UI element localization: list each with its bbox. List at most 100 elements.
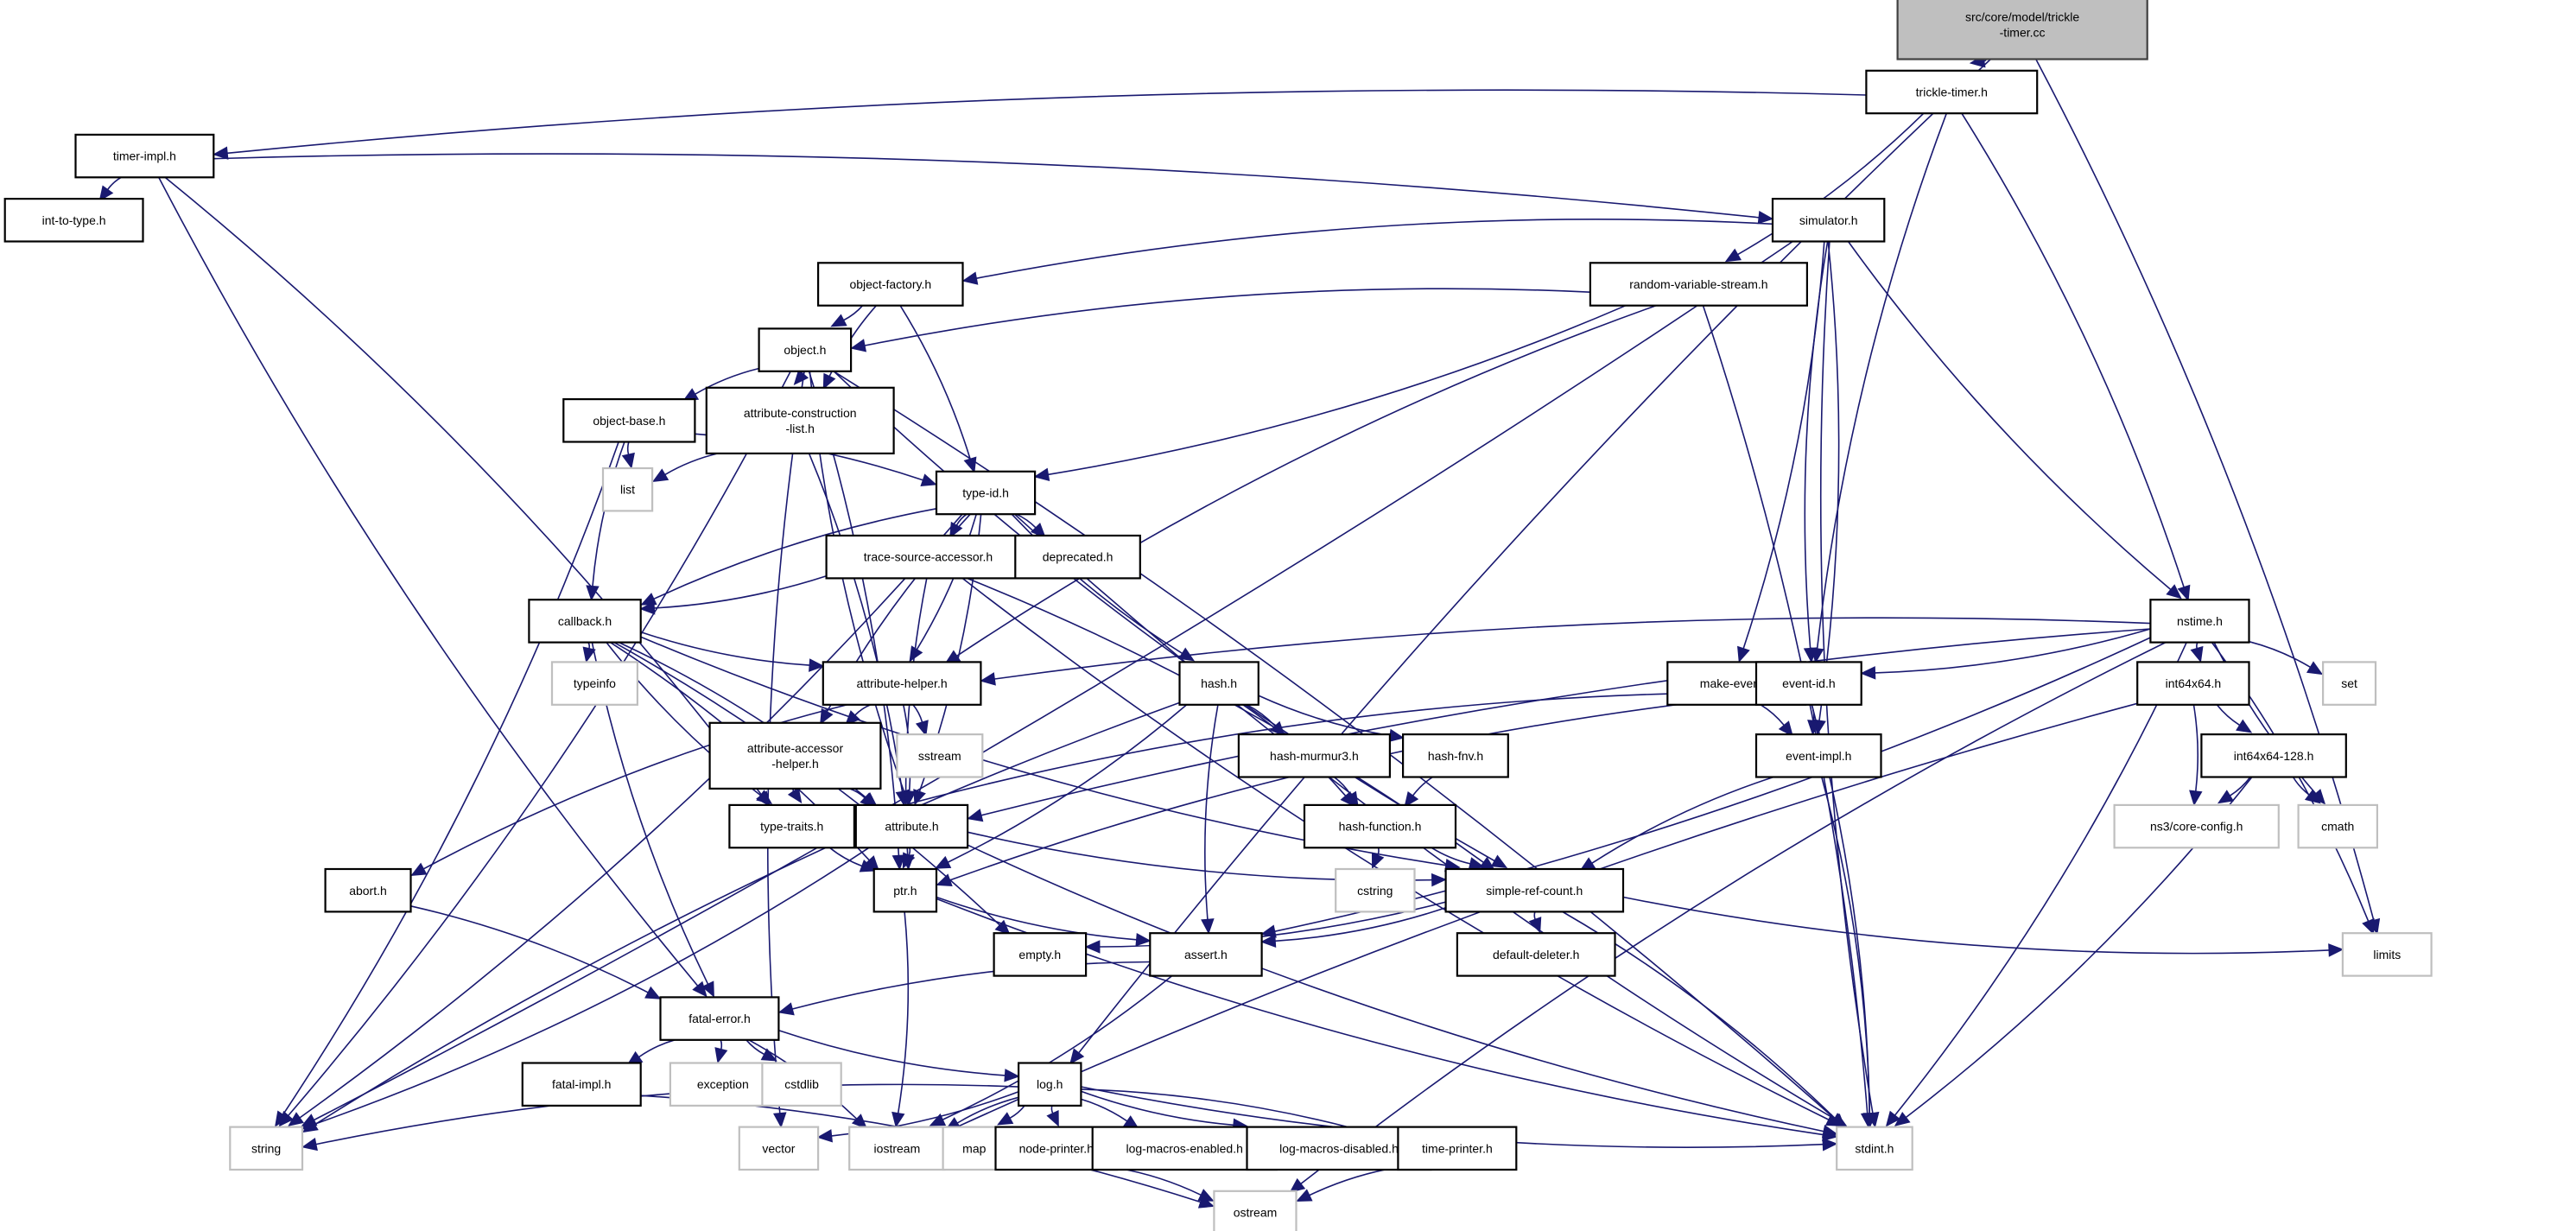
node-type-id-h[interactable]: type-id.h [935,470,1037,516]
node-hash-fnv-h[interactable]: hash-fnv.h [1401,733,1509,778]
file-box[interactable] [935,470,1037,516]
node-label: time-printer.h [1422,1141,1493,1155]
node-root[interactable]: src/core/model/trickle-timer.cc [1896,0,2148,60]
node-trickle-timer-h[interactable]: trickle-timer.h [1865,69,2039,115]
file-box[interactable] [705,386,895,454]
file-box[interactable] [659,996,780,1041]
arrowhead-icon [1894,1111,1911,1126]
node-int64x64-128-h[interactable]: int64x64-128.h [2200,733,2347,778]
node-nstime-h[interactable]: nstime.h [2149,599,2250,644]
node-simple-ref-count-h[interactable]: simple-ref-count.h [1444,867,1625,913]
file-box[interactable] [993,932,1088,977]
file-box[interactable] [1754,733,1882,778]
edge-object.h-to-object-base.h [695,367,759,395]
node-empty-h[interactable]: empty.h [993,932,1088,977]
edge-fatal-error.h-to-exception [720,1039,723,1050]
node-hash-h[interactable]: hash.h [1178,661,1259,706]
root-file-box[interactable] [1896,0,2148,60]
node-timer-impl-h[interactable]: timer-impl.h [74,133,215,179]
node-log-h[interactable]: log.h [1017,1062,1082,1107]
node-object-factory-h[interactable]: object-factory.h [816,262,964,307]
file-box[interactable] [825,534,1031,580]
file-box[interactable] [1401,733,1509,778]
node-label: map [962,1141,986,1155]
edge-hash-function.h-to-simple-ref-count.h [1431,847,1471,865]
node-event-impl-h[interactable]: event-impl.h [1754,733,1882,778]
file-box[interactable] [521,1062,642,1107]
file-box[interactable] [1303,803,1457,849]
edge-attribute-helper.h-to-attribute-accessor-helper.h [854,704,871,716]
file-box [1335,867,1416,913]
file-box[interactable] [1589,262,1809,307]
file-box[interactable] [816,262,964,307]
node-random-variable-stream-h[interactable]: random-variable-stream.h [1589,262,1809,307]
arrowhead-icon [1860,666,1876,680]
file-box[interactable] [2149,599,2250,644]
file-box[interactable] [3,198,144,243]
node-attribute-accessor-helper-h[interactable]: attribute-accessor-helper.h [708,721,882,790]
file-box[interactable] [854,803,969,849]
arrowhead-icon [2236,719,2253,733]
file-box[interactable] [708,721,882,790]
node-object-h[interactable]: object.h [758,327,853,372]
file-box[interactable] [1017,1062,1082,1107]
node-abort-h[interactable]: abort.h [324,867,412,913]
file-box[interactable] [562,398,696,443]
file-box[interactable] [1178,661,1259,706]
file-box[interactable] [1865,69,2039,115]
node-int-to-type-h[interactable]: int-to-type.h [3,198,144,243]
file-box[interactable] [74,133,215,179]
node-deprecated-h[interactable]: deprecated.h [1014,534,1141,580]
file-box[interactable] [2136,661,2250,706]
node-time-printer-h[interactable]: time-printer.h [1397,1126,1518,1171]
node-fatal-error-h[interactable]: fatal-error.h [659,996,780,1041]
arrowhead-icon [1344,790,1359,808]
file-box[interactable] [528,599,642,644]
node-simulator-h[interactable]: simulator.h [1771,198,1886,243]
file-box[interactable] [324,867,412,913]
file-box[interactable] [1014,534,1141,580]
arrowhead-icon [1260,934,1277,949]
edge-type-traits.h-to-ptr.h [828,847,863,867]
file-box[interactable] [1237,733,1392,778]
node-label: make-event.h [1700,676,1773,690]
node-assert-h[interactable]: assert.h [1149,932,1263,977]
node-object-base-h[interactable]: object-base.h [562,398,696,443]
file-box[interactable] [872,867,938,913]
file-box[interactable] [1456,932,1616,977]
file-box[interactable] [1397,1126,1518,1171]
node-attribute-construction-list-h[interactable]: attribute-construction-list.h [705,386,895,454]
node-type-traits-h[interactable]: type-traits.h [728,803,856,849]
node-fatal-impl-h[interactable]: fatal-impl.h [521,1062,642,1107]
node-attribute-helper-h[interactable]: attribute-helper.h [822,661,982,706]
arrowhead-icon [1201,918,1215,935]
file-box [229,1126,304,1171]
node-hash-function-h[interactable]: hash-function.h [1303,803,1457,849]
file-box[interactable] [1091,1126,1278,1171]
file-box[interactable] [822,661,982,706]
node-callback-h[interactable]: callback.h [528,599,642,644]
node-trace-source-accessor-h[interactable]: trace-source-accessor.h [825,534,1031,580]
arrowhead-icon [1388,728,1405,743]
node-attribute-h[interactable]: attribute.h [854,803,969,849]
node-int64x64-h[interactable]: int64x64.h [2136,661,2250,706]
node-label: attribute-construction [744,406,857,420]
node-limits: limits [2341,932,2433,977]
node-label: object-base.h [593,414,665,428]
node-log-macros-enabled-h[interactable]: log-macros-enabled.h [1091,1126,1278,1171]
node-ptr-h[interactable]: ptr.h [872,867,938,913]
arrowhead-icon [980,672,996,686]
node-hash-murmur3-h[interactable]: hash-murmur3.h [1237,733,1392,778]
node-label: simulator.h [1799,213,1858,227]
file-box[interactable] [1149,932,1263,977]
file-box[interactable] [2200,733,2347,778]
edge-object.h-to-simple-ref-count.h [833,371,1495,862]
node-event-id-h[interactable]: event-id.h [1754,661,1862,706]
node-default-deleter-h[interactable]: default-deleter.h [1456,932,1616,977]
file-box[interactable] [728,803,856,849]
file-box[interactable] [1754,661,1862,706]
edge-assert.h-to-iostream [942,975,1173,1120]
file-box[interactable] [1444,867,1625,913]
file-box[interactable] [1771,198,1886,243]
file-box[interactable] [758,327,853,372]
